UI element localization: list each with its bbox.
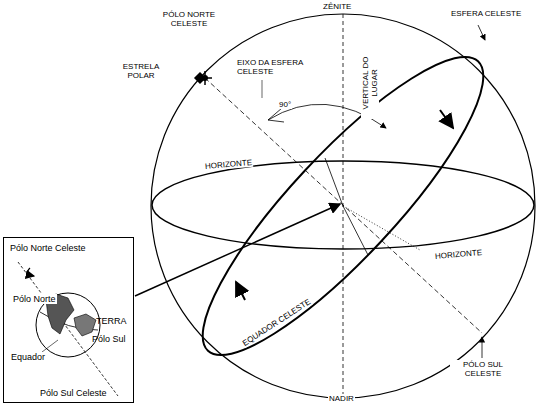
inset-label: TERRA xyxy=(96,316,127,326)
sphere-label: VERTICAL DO LUGAR xyxy=(361,47,379,119)
inset-label: Pólo Norte Celeste xyxy=(10,243,86,253)
sphere-label: PÓLO SUL CELESTE xyxy=(450,360,516,378)
sphere-label: ESTRELA POLAR xyxy=(114,62,168,80)
inset-label: Pólo Norte xyxy=(12,294,57,304)
sphere-label: ESFERA CELESTE xyxy=(450,9,532,18)
inset-label: Pólo Sul xyxy=(92,334,126,344)
sphere-label: HORIZONTE xyxy=(434,248,484,261)
sphere-label: EIXO DA ESFERA CELESTE xyxy=(236,58,322,76)
inset-box: Pólo Norte CelestePólo NorteTERRA Pólo Su… xyxy=(3,237,134,403)
inset-label: Equador xyxy=(10,352,46,362)
sphere-label: EQUADOR CELESTE xyxy=(240,297,313,349)
sphere-label: PÓLO NORTE CELESTE xyxy=(150,10,228,28)
inset-label: Pólo Sul Celeste xyxy=(40,388,107,398)
sphere-label: 90° xyxy=(278,100,292,109)
sphere-label: ZÊNITE xyxy=(322,2,352,11)
sphere-label: NADIR xyxy=(328,394,355,403)
